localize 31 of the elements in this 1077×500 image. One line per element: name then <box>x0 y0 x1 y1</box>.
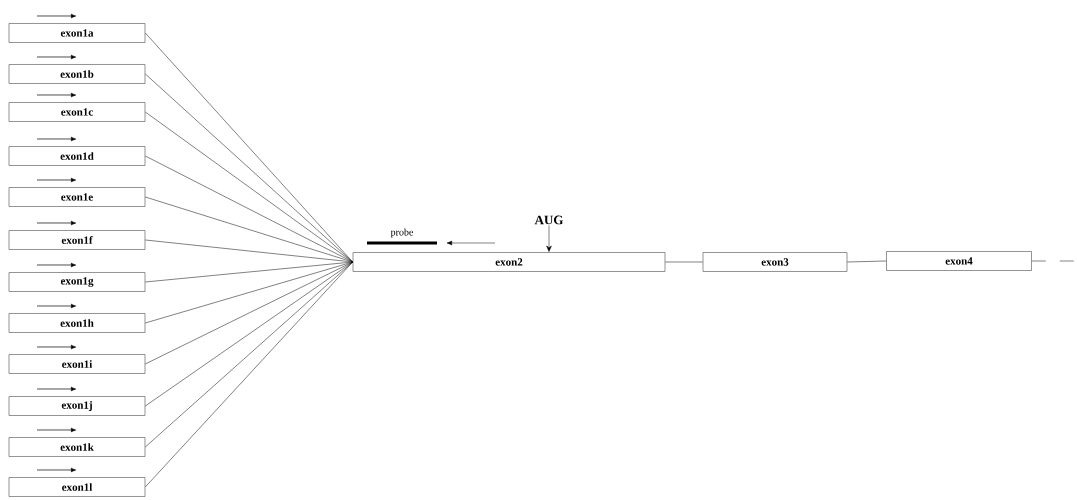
connector-line <box>145 73 353 263</box>
connector-line <box>145 261 353 365</box>
exon-box: exon1k <box>8 437 146 457</box>
exon-box: exon1j <box>8 396 146 416</box>
connector-line <box>145 111 353 263</box>
connector-line <box>1031 260 1077 262</box>
connector-line <box>145 155 353 263</box>
connector-line <box>145 261 353 324</box>
exon-box: exon1c <box>8 102 146 122</box>
exon-box: exon1l <box>8 477 146 497</box>
exon-box: exon1h <box>8 313 146 333</box>
connector-line <box>847 260 887 263</box>
probe-bar: probe <box>367 228 437 245</box>
exon-box: exon1d <box>8 146 146 166</box>
connector-line <box>145 261 353 283</box>
connector-line <box>145 196 353 263</box>
exon-box: exon1a <box>8 23 146 43</box>
connector-line <box>145 261 353 488</box>
exon-box: exon1b <box>8 64 146 84</box>
exon-box: exon1i <box>8 354 146 374</box>
connector-line <box>145 261 353 407</box>
exon-box: exon3 <box>702 252 848 272</box>
exon-box: exon2 <box>352 252 666 272</box>
exon-box: exon1f <box>8 230 146 250</box>
connector-line <box>665 261 703 263</box>
exon-box: exon1e <box>8 187 146 207</box>
connector-line <box>546 225 552 252</box>
connector-line <box>145 239 353 263</box>
exon-box: exon1g <box>8 272 146 292</box>
site-label: AUG <box>534 215 564 225</box>
exon-box: exon4 <box>886 251 1032 271</box>
